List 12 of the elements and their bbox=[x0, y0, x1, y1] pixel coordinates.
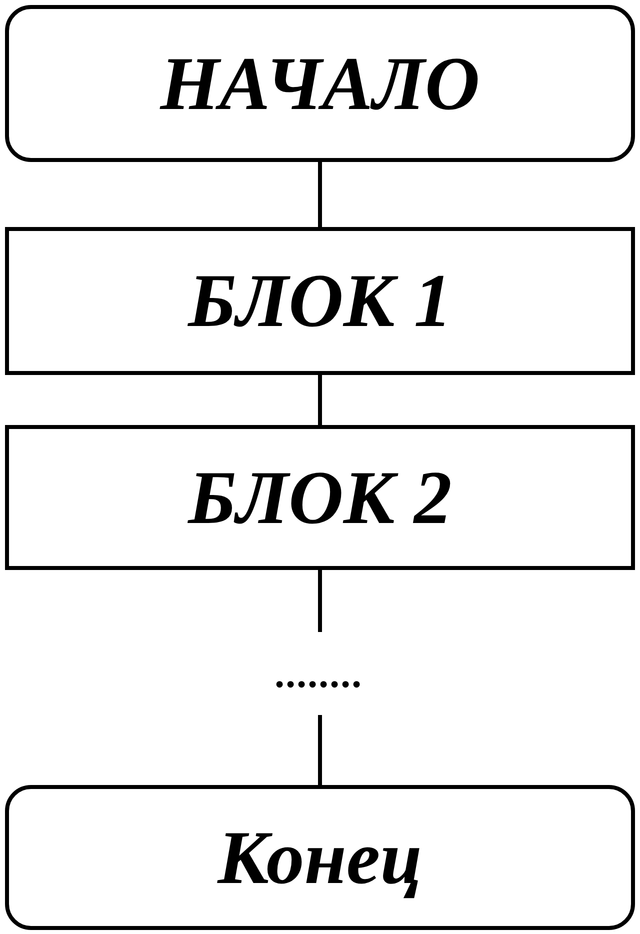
terminal-box bbox=[5, 5, 635, 162]
box-label: НАЧАЛО bbox=[160, 46, 480, 122]
ellipsis-text: ........ bbox=[276, 654, 364, 694]
connector-line bbox=[318, 375, 322, 425]
connector-line bbox=[318, 570, 322, 632]
box-label: БЛОК 1 bbox=[188, 263, 452, 339]
connector-line bbox=[318, 162, 322, 227]
box-label: БЛОК 2 bbox=[188, 460, 452, 536]
process-box bbox=[5, 227, 635, 375]
terminal-box bbox=[5, 785, 635, 930]
connector-line bbox=[318, 715, 322, 785]
process-box bbox=[5, 425, 635, 570]
